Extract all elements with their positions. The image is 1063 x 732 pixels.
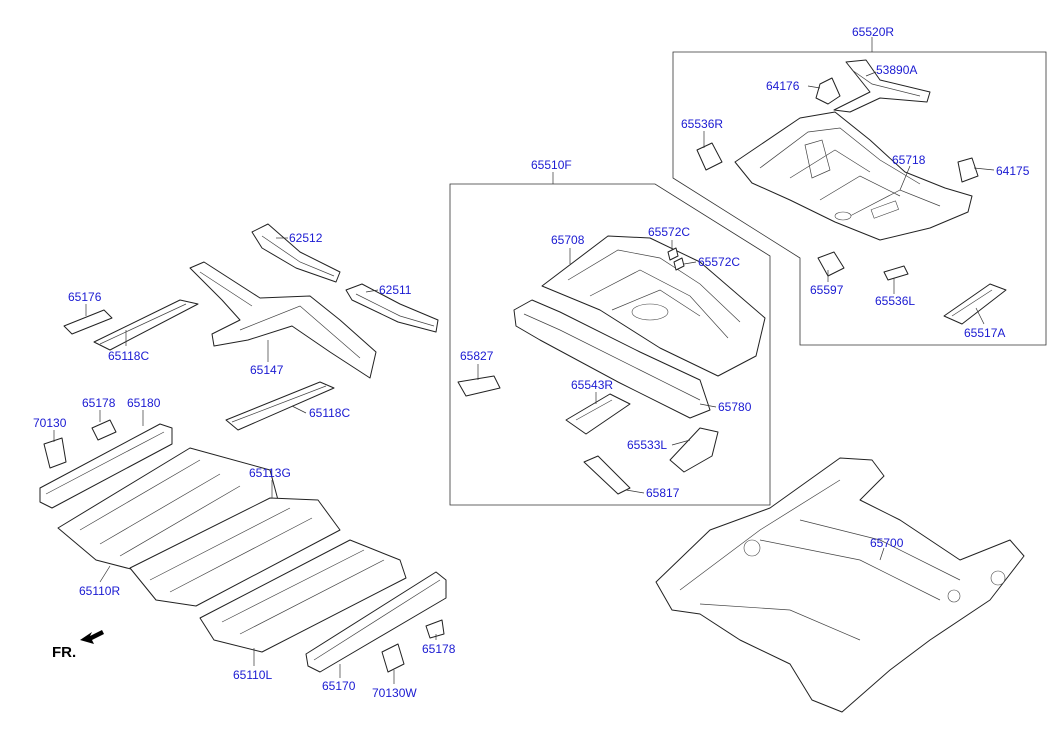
part-65533L-member [669, 427, 719, 473]
label-65780[interactable]: 65780 [718, 400, 752, 414]
label-65597[interactable]: 65597 [810, 283, 844, 297]
label-65510F[interactable]: 65510F [531, 158, 572, 172]
part-65543R-member [565, 393, 631, 435]
part-65170-side-sill [305, 571, 447, 673]
label-70130[interactable]: 70130 [33, 416, 67, 430]
label-65110L[interactable]: 65110L [233, 668, 273, 682]
label-64175[interactable]: 64175 [996, 164, 1030, 178]
label-65536R[interactable]: 65536R [681, 117, 724, 131]
group-frame-65510F [449, 183, 771, 506]
label-65718[interactable]: 65718 [892, 153, 926, 167]
label-53890A[interactable]: 53890A [876, 63, 918, 77]
part-65178-bracket-a [91, 419, 117, 441]
label-65180[interactable]: 65180 [127, 396, 161, 410]
part-65780-cross-member [513, 299, 711, 419]
part-65572C-clip-a [667, 247, 679, 261]
part-65110L-floor-panel-left [199, 539, 407, 653]
part-65536L-bracket [883, 265, 909, 281]
part-70130W-bracket [381, 643, 405, 673]
label-65147[interactable]: 65147 [250, 363, 284, 377]
front-direction-label: FR. [52, 644, 77, 661]
part-65718-floor-panel-rear [734, 111, 973, 241]
part-65180-side-sill [39, 423, 173, 509]
part-65572C-clip-b [673, 257, 685, 271]
group-frame-65520R [672, 51, 1047, 346]
label-65536L[interactable]: 65536L [875, 294, 916, 308]
label-65708[interactable]: 65708 [551, 233, 585, 247]
part-65708-rear-floor-panel [541, 235, 766, 377]
part-65817-member [583, 455, 631, 495]
label-65543R[interactable]: 65543R [571, 378, 614, 392]
label-65113G[interactable]: 65113G [249, 466, 291, 480]
label-65517A[interactable]: 65517A [964, 326, 1006, 340]
label-65817[interactable]: 65817 [646, 486, 680, 500]
part-53890A-rear-cross-member [833, 59, 931, 113]
label-65700[interactable]: 65700 [870, 536, 904, 550]
label-65520R[interactable]: 65520R [852, 25, 895, 39]
label-62511[interactable]: 62511 [379, 283, 412, 297]
part-65178-bracket-b [425, 619, 445, 639]
leader-lines [53, 37, 995, 684]
part-64175-bracket [957, 157, 979, 183]
part-65118C-member-lower [225, 381, 335, 431]
label-65110R[interactable]: 65110R [79, 584, 121, 598]
label-65170[interactable]: 65170 [322, 679, 356, 693]
part-65827-bracket [457, 375, 501, 397]
label-65118C-a[interactable]: 65118C [108, 349, 150, 363]
part-62512-member [251, 223, 341, 283]
label-65533L[interactable]: 65533L [627, 438, 668, 452]
label-65572C-a[interactable]: 65572C [648, 225, 691, 239]
part-65118C-member-upper [93, 299, 199, 351]
label-70130W[interactable]: 70130W [372, 686, 417, 700]
part-65536R-bracket [696, 142, 723, 171]
part-65147-side-member [189, 261, 377, 379]
label-65827[interactable]: 65827 [460, 349, 494, 363]
label-65178-b[interactable]: 65178 [422, 642, 456, 656]
fr-arrow-icon [80, 630, 104, 644]
part-62511-member [345, 283, 439, 333]
part-65113G-center-tunnel [129, 497, 341, 607]
part-65700-rear-floor-frame [655, 457, 1025, 713]
part-70130-bracket [43, 437, 67, 469]
part-65176-bracket [63, 309, 113, 335]
part-64176-bracket [815, 77, 841, 105]
label-65572C-b[interactable]: 65572C [698, 255, 741, 269]
part-65597-bracket [817, 251, 845, 277]
label-65176[interactable]: 65176 [68, 290, 102, 304]
part-65517A-reinforcement [943, 283, 1007, 325]
label-65178-a[interactable]: 65178 [82, 396, 116, 410]
label-62512[interactable]: 62512 [289, 231, 323, 245]
label-64176[interactable]: 64176 [766, 79, 800, 93]
label-65118C-b[interactable]: 65118C [309, 406, 351, 420]
